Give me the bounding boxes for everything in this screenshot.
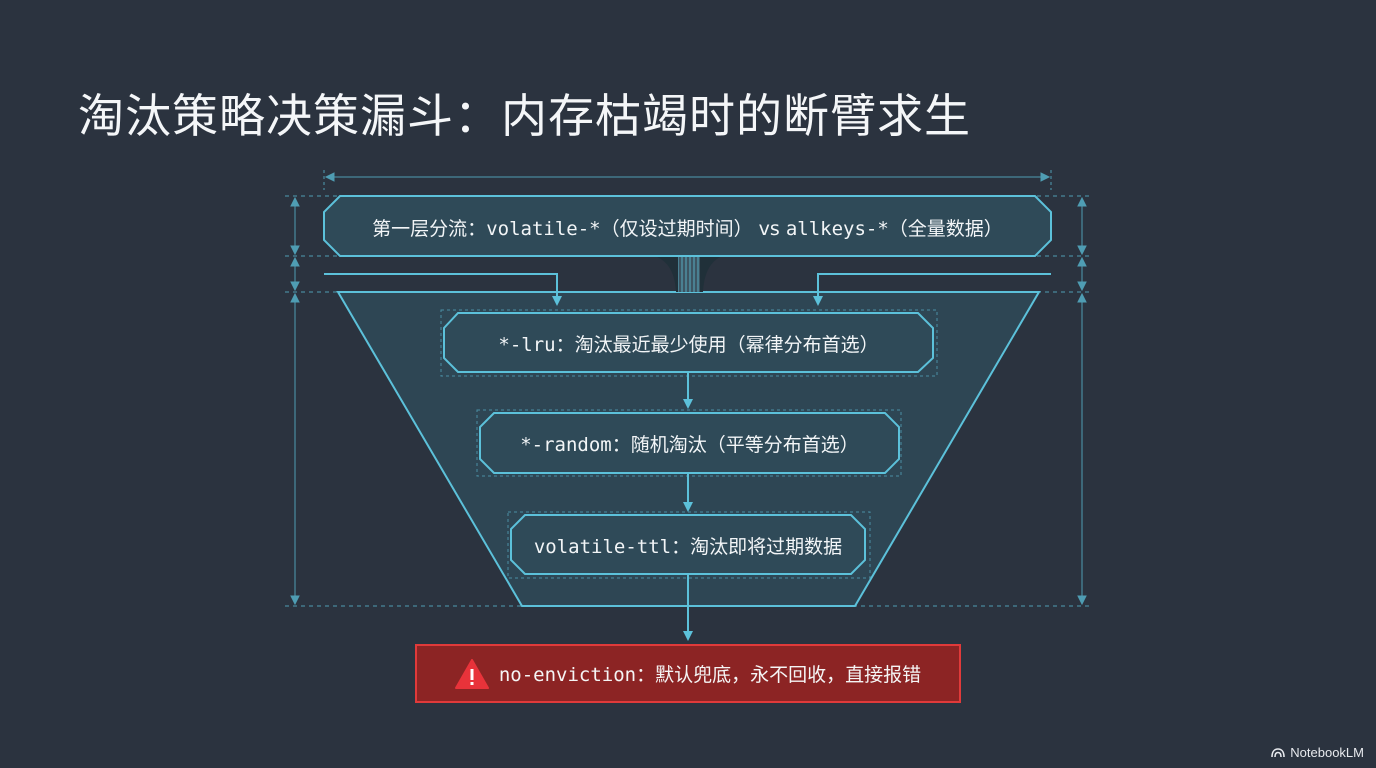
neck-hatch	[678, 256, 700, 292]
warning-icon	[454, 658, 489, 689]
layer1-box	[323, 195, 1052, 257]
random-label: *-random：随机淘汰（平等分布首选）	[480, 430, 899, 457]
random-box	[479, 412, 900, 474]
ttl-box	[510, 514, 866, 575]
lru-code: *-lru：	[498, 334, 575, 356]
noeviction-label: no-enviction：默认兜底，永不回收，直接报错	[416, 645, 960, 702]
layer1-volatile-note: （仅设过期时间）	[600, 218, 753, 240]
ttl-text: 淘汰即将过期数据	[690, 536, 843, 558]
lru-text: 淘汰最近最少使用（幂律分布首选）	[574, 334, 879, 356]
ttl-label: volatile-ttl：淘汰即将过期数据	[511, 532, 865, 559]
layer1-vs: vs	[758, 218, 780, 240]
layer1-allkeys: allkeys-*	[785, 218, 889, 240]
split-flow-lines	[324, 273, 1051, 306]
page-title: 淘汰策略决策漏斗：内存枯竭时的断臂求生	[78, 89, 971, 143]
brand-watermark: NotebookLM	[1271, 745, 1364, 760]
random-code: *-random：	[520, 434, 631, 456]
noeviction-text: 默认兜底，永不回收，直接报错	[655, 664, 922, 686]
layer1-prefix: 第一层分流：	[372, 218, 487, 240]
brand-name: NotebookLM	[1290, 745, 1364, 760]
noeviction-code: no-enviction：	[498, 664, 656, 686]
lru-box	[443, 312, 934, 373]
layer1-volatile: volatile-*	[486, 218, 601, 240]
layer1-allkeys-note: （全量数据）	[888, 218, 1003, 240]
noeviction-box	[415, 644, 961, 703]
random-text: 随机淘汰（平等分布首选）	[630, 434, 859, 456]
layer1-label: 第一层分流：volatile-*（仅设过期时间） vs allkeys-*（全量…	[324, 214, 1051, 241]
lru-label: *-lru：淘汰最近最少使用（幂律分布首选）	[444, 330, 933, 357]
ttl-code: volatile-ttl：	[533, 536, 691, 558]
notebooklm-logo-icon	[1271, 747, 1286, 757]
